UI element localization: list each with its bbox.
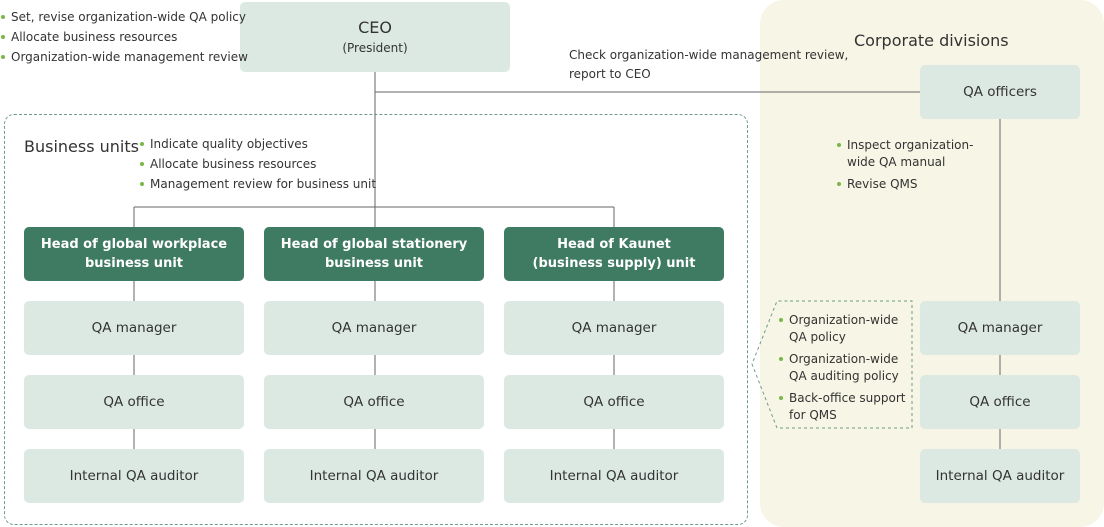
qa-office-box[interactable]: QA office: [504, 375, 724, 429]
business-unit-responsibility: Indicate quality objectives: [139, 134, 376, 154]
qa-officer-duty: Revise QMS: [836, 176, 1001, 193]
business-unit-responsibility: Allocate business resources: [139, 154, 376, 174]
internal-qa-auditor-box[interactable]: Internal QA auditor: [24, 449, 244, 503]
qa-office-box[interactable]: QA office: [264, 375, 484, 429]
business-units-responsibilities: Indicate quality objectives Allocate bus…: [139, 134, 376, 194]
head-kaunet-box[interactable]: Head of Kaunet(business supply) unit: [504, 227, 724, 281]
qa-manager-duty: Back-office support for QMS: [778, 390, 906, 424]
corporate-qa-manager-box[interactable]: QA manager: [920, 301, 1080, 355]
qa-manager-duty: Organization-wide QA policy: [778, 312, 906, 346]
ceo-title: CEO: [358, 18, 392, 37]
business-units-title: Business units: [24, 137, 139, 156]
qa-manager-box[interactable]: QA manager: [264, 301, 484, 355]
ceo-responsibility: Set, revise organization-wide QA policy: [0, 7, 248, 27]
qa-manager-duty: Organization-wide QA auditing policy: [778, 351, 906, 385]
ceo-box[interactable]: CEO (President): [240, 2, 510, 72]
internal-qa-auditor-box[interactable]: Internal QA auditor: [264, 449, 484, 503]
corporate-qa-manager-duties: Organization-wide QA policy Organization…: [778, 312, 906, 429]
qa-officers-box[interactable]: QA officers: [920, 65, 1080, 119]
corporate-qa-office-box[interactable]: QA office: [920, 375, 1080, 429]
ceo-responsibility: Organization-wide management review: [0, 47, 248, 67]
reporting-note: Check organization-wide management revie…: [569, 48, 849, 81]
business-units-region: [4, 114, 748, 525]
business-unit-responsibility: Management review for business unit: [139, 174, 376, 194]
internal-qa-auditor-box[interactable]: Internal QA auditor: [504, 449, 724, 503]
ceo-subtitle: (President): [342, 41, 408, 55]
corporate-internal-qa-auditor-box[interactable]: Internal QA auditor: [920, 449, 1080, 503]
ceo-responsibility: Allocate business resources: [0, 27, 248, 47]
ceo-responsibilities: Set, revise organization-wide QA policy …: [0, 7, 248, 67]
corporate-divisions-title: Corporate divisions: [854, 31, 1009, 50]
qa-manager-box[interactable]: QA manager: [24, 301, 244, 355]
qa-office-box[interactable]: QA office: [24, 375, 244, 429]
qa-officer-duty: Inspect organization-wide QA manual: [836, 137, 1001, 171]
qa-manager-box[interactable]: QA manager: [504, 301, 724, 355]
qa-officer-duties: Inspect organization-wide QA manual Revi…: [836, 137, 1001, 198]
